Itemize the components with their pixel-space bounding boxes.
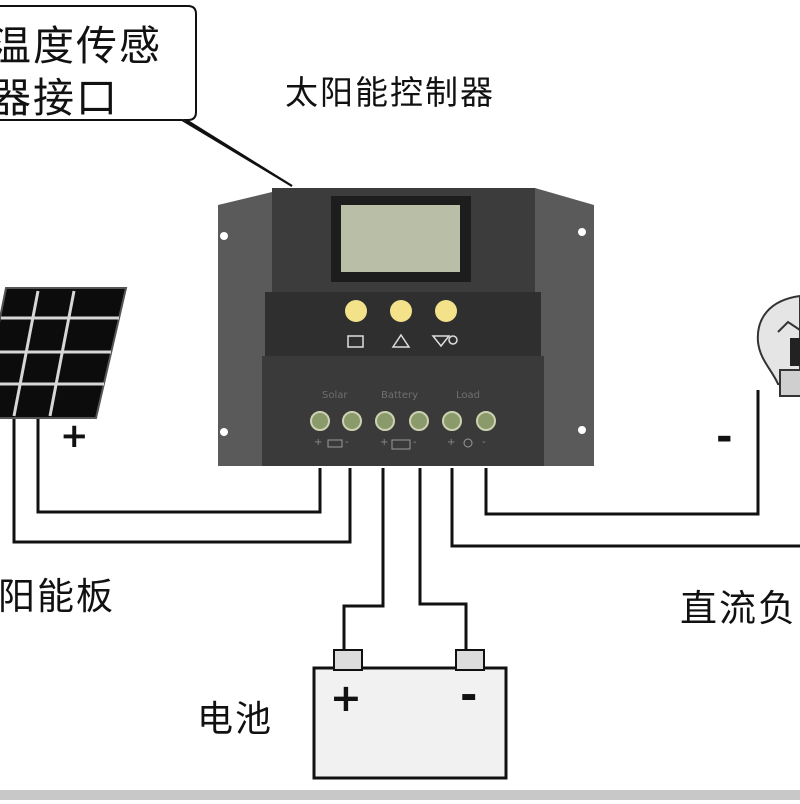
wire-load-minus [484,390,760,516]
controller-terminal-panel [262,356,544,466]
polarity-minus-load: - [482,437,486,448]
terminal-solar-minus [342,411,362,431]
battery-plus-sign: + [330,676,362,720]
controller-title: 太阳能控制器 [285,73,495,112]
wire-solar-minus [12,418,352,544]
wire-load-plus [450,468,800,548]
terminal-battery-minus [409,411,429,431]
terminal-label-solar: Solar [322,390,348,401]
up-button[interactable] [390,300,412,322]
callout-text-line2: 器接口 [0,74,119,122]
polarity-plus-battery: + [380,437,389,448]
polarity-minus-solar: - [345,437,349,448]
menu-button[interactable] [345,300,367,322]
terminal-load-plus [442,411,462,431]
callout-pointer-inner [185,119,293,187]
bulb-letter-mark [790,338,800,366]
solar-panel-grid [0,290,119,417]
battery-minus-sign: - [460,670,478,719]
mount-hole [578,228,586,236]
solar-panel [0,287,128,419]
battery-label: 电池 [197,699,274,740]
bulb-base [779,369,800,397]
terminal-battery-plus [375,411,395,431]
bulb-filament [777,320,800,333]
terminal-label-load: Load [456,390,480,401]
load-switch-button[interactable] [435,300,457,322]
frame-border [0,790,800,800]
terminal-screws [310,411,496,431]
terminal-load-minus [476,411,496,431]
menu-icon [347,335,364,348]
load-bulb-icon-dot [448,335,458,345]
wire-solar-plus [36,418,322,514]
solar-panel-icon-small [327,439,343,448]
solar-panel-label: 阳能板 [0,575,115,618]
wire-battery-minus [418,468,468,652]
wires [12,390,800,652]
battery-icon-small [391,439,411,450]
up-arrow-icon [391,333,411,348]
mount-hole [220,428,228,436]
terminal-label-battery: Battery [381,390,419,401]
wire-battery-plus [342,468,385,652]
polarity-plus-load: + [447,437,456,448]
battery-terminal-minus [455,649,485,671]
mount-hole [578,426,586,434]
controller-side-flange [218,192,272,466]
bulb-icon-small [463,438,473,448]
solar-controller [218,188,594,466]
controller-side-flange-right [535,188,594,466]
callout-text-line1: 温度传感 [0,22,162,70]
terminal-solar-plus [310,411,330,431]
battery-terminal-plus [333,649,363,671]
battery-body [312,666,508,780]
mount-hole [220,232,228,240]
dc-load-minus-sign: - [716,414,733,460]
lcd-screen [341,205,460,272]
polarity-plus-solar: + [314,437,323,448]
bulb-glass [756,294,800,388]
dc-load-label: 直流负 [680,587,797,630]
polarity-minus-battery: - [413,437,417,448]
load-bulb-icon [431,335,451,348]
battery [312,649,508,780]
solar-panel-plus-sign: + [60,416,89,456]
light-bulb [756,294,800,397]
